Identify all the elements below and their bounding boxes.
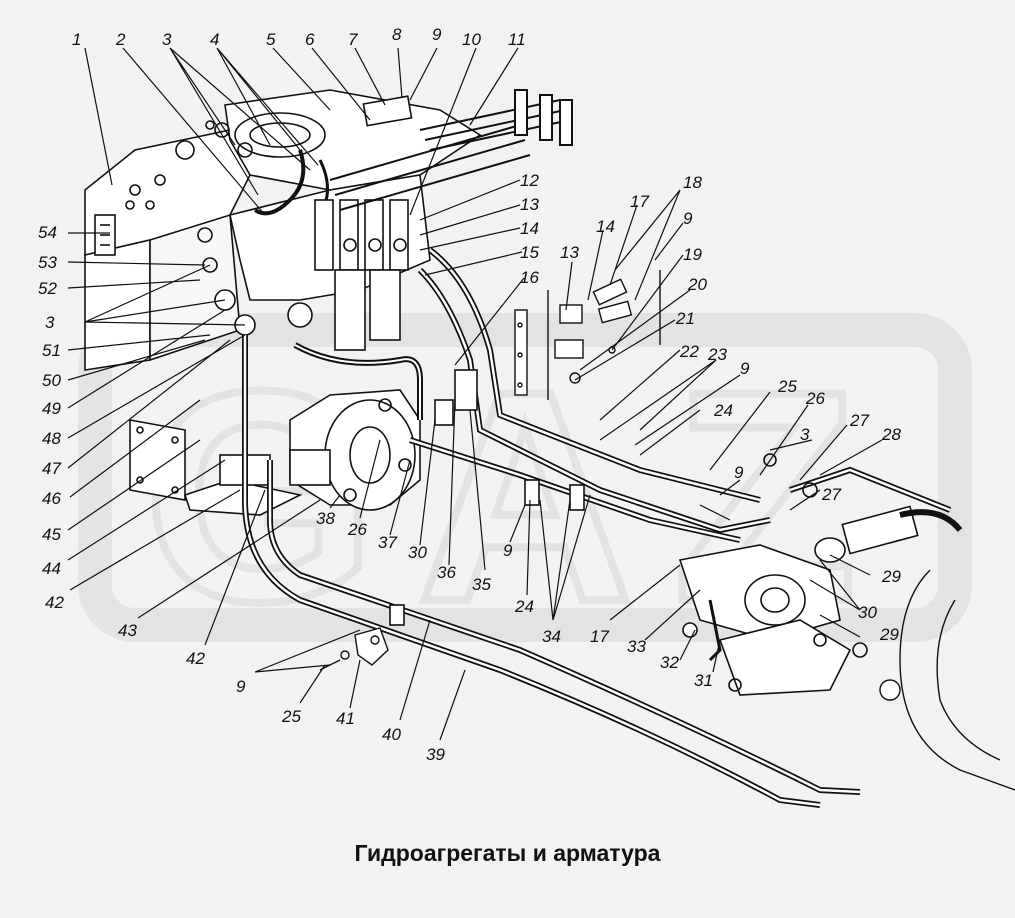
callout-labels: 1 2 3 4 5 6 7 8 9 10 11 12 13 14 15 16 1… xyxy=(38,25,901,764)
valve-bank xyxy=(197,89,482,351)
callout-16: 16 xyxy=(520,268,539,287)
callout-52: 52 xyxy=(38,279,57,298)
callout-1: 1 xyxy=(72,30,81,49)
callout-47: 47 xyxy=(42,459,61,478)
callout-3b: 3 xyxy=(800,425,810,444)
callout-9d: 9 xyxy=(734,463,744,482)
callout-24b: 24 xyxy=(514,597,534,616)
callout-15: 15 xyxy=(520,243,539,262)
callout-5: 5 xyxy=(266,30,276,49)
callout-34: 34 xyxy=(542,627,561,646)
callout-48: 48 xyxy=(42,429,61,448)
callout-42: 42 xyxy=(45,593,64,612)
callout-54: 54 xyxy=(38,223,57,242)
callout-31: 31 xyxy=(694,671,713,690)
callout-12: 12 xyxy=(520,171,539,190)
callout-28: 28 xyxy=(881,425,901,444)
callout-7: 7 xyxy=(348,30,358,49)
callout-39: 39 xyxy=(426,745,445,764)
callout-14b: 14 xyxy=(596,217,615,236)
callout-27: 27 xyxy=(849,411,869,430)
callout-42b: 42 xyxy=(186,649,205,668)
callout-21: 21 xyxy=(675,309,695,328)
callout-40: 40 xyxy=(382,725,401,744)
callout-9c: 9 xyxy=(740,359,750,378)
callout-10: 10 xyxy=(462,30,481,49)
callout-8: 8 xyxy=(392,25,402,44)
pipe-clamps xyxy=(389,369,585,626)
callout-44: 44 xyxy=(42,559,61,578)
callout-43: 43 xyxy=(118,621,137,640)
callout-18: 18 xyxy=(683,173,702,192)
callout-51: 51 xyxy=(42,341,61,360)
loose-fittings xyxy=(514,270,661,400)
callout-36: 36 xyxy=(437,563,456,582)
callout-25b: 25 xyxy=(281,707,301,726)
callout-4: 4 xyxy=(210,30,219,49)
callout-50: 50 xyxy=(42,371,61,390)
callout-29: 29 xyxy=(881,567,901,586)
callout-26: 26 xyxy=(805,389,825,408)
callout-17b: 17 xyxy=(590,627,609,646)
bracket-41 xyxy=(319,627,389,671)
callout-27b: 27 xyxy=(821,485,841,504)
callout-19: 19 xyxy=(683,245,702,264)
callout-6: 6 xyxy=(305,30,315,49)
control-rods xyxy=(329,89,573,211)
callout-29b: 29 xyxy=(879,625,899,644)
callout-22: 22 xyxy=(679,342,699,361)
leader-lines xyxy=(67,47,883,741)
callout-9e: 9 xyxy=(503,541,513,560)
callout-30b: 30 xyxy=(408,543,427,562)
callout-45: 45 xyxy=(42,525,61,544)
callout-9f: 9 xyxy=(236,677,246,696)
callout-46: 46 xyxy=(42,489,61,508)
callout-9: 9 xyxy=(432,25,442,44)
callout-23: 23 xyxy=(707,345,727,364)
hydraulic-pump xyxy=(289,342,423,511)
callout-41: 41 xyxy=(336,709,355,728)
callout-11: 11 xyxy=(508,30,526,49)
callout-38: 38 xyxy=(316,509,335,528)
callout-14: 14 xyxy=(520,219,539,238)
callout-26b: 26 xyxy=(347,520,367,539)
callout-13: 13 xyxy=(520,195,539,214)
callout-53: 53 xyxy=(38,253,57,272)
control-valve-unit xyxy=(678,453,963,696)
callout-2: 2 xyxy=(115,30,126,49)
callout-3c: 3 xyxy=(45,313,55,332)
callout-9b: 9 xyxy=(683,209,693,228)
callout-24: 24 xyxy=(713,401,733,420)
callout-35: 35 xyxy=(472,575,491,594)
callout-13b: 13 xyxy=(560,243,579,262)
engine-housing xyxy=(879,569,1015,791)
callout-3: 3 xyxy=(162,30,172,49)
callout-49: 49 xyxy=(42,399,61,418)
diagram-caption: Гидроагрегаты и арматура xyxy=(354,840,661,866)
callout-37: 37 xyxy=(378,533,397,552)
callout-33: 33 xyxy=(627,637,646,656)
callout-32: 32 xyxy=(660,653,679,672)
callout-17: 17 xyxy=(630,192,649,211)
distributor-block xyxy=(84,129,251,371)
callout-25: 25 xyxy=(777,377,797,396)
callout-20: 20 xyxy=(687,275,707,294)
callout-30: 30 xyxy=(858,603,877,622)
